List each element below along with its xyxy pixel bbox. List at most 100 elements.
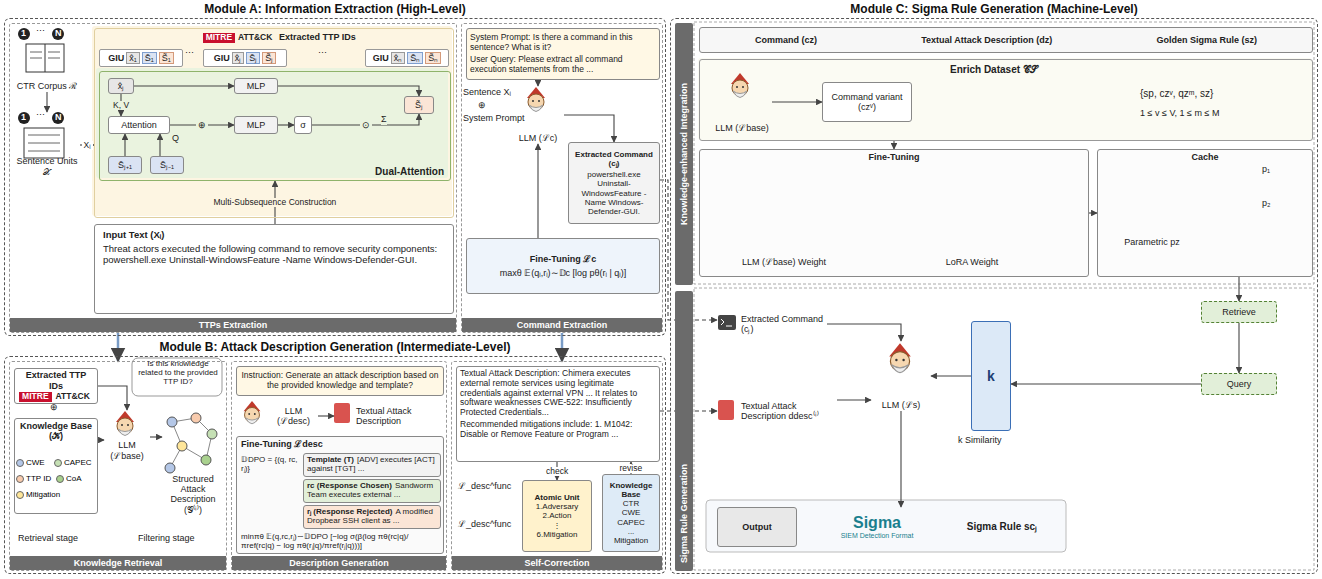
note-label: ℒ_desc^func — [458, 520, 511, 530]
node-text: ATT&CK — [53, 392, 93, 402]
connector — [931, 375, 971, 376]
node-text: Knowledge Retrieval — [10, 556, 226, 570]
connector — [1011, 383, 1201, 384]
icon-caption: Sigma Rule scⱼ — [947, 513, 1057, 541]
process-box: Textual Attack Description: Chimera exec… — [456, 366, 660, 462]
node-text: S̃ⱼ — [415, 100, 423, 110]
node-text: TTPs Extraction — [10, 318, 456, 332]
process-box: S̄ⱼ₋₁ — [150, 156, 184, 174]
attention-block: Dual-Attentionx̂ⱼAttentionMLPMLPσS̄ⱼ₊₁S̄… — [99, 71, 451, 181]
node-text: Self-Correction — [452, 556, 662, 570]
node-text: Knowledge-enhanced Integration — [679, 83, 689, 225]
note-label: Filtering stage — [138, 534, 195, 544]
node-text: Query — [1227, 379, 1252, 389]
icon-caption: LLM (ℒbase) — [104, 410, 150, 462]
connector — [98, 439, 104, 440]
group-box: Extracted TTP IDsMITREATT&CKGIUx̂₁S̄₁S̃₁… — [94, 28, 454, 218]
process-box: Fine-Tuning ℒdesc𝔻DPO = {(q, rc, rⱼ)}min… — [236, 436, 444, 554]
node-text: CAPEC — [617, 518, 645, 527]
node-text: LLM (ℒc) — [519, 133, 558, 143]
module-box: Module B: Attack Description Generation … — [4, 356, 666, 574]
process-box: Attention — [108, 116, 170, 134]
node-text: Extracted Command (cⱼ) — [572, 150, 656, 168]
process-box: Output — [717, 507, 797, 547]
icon-caption: LoRA Weight — [902, 168, 1042, 268]
process-box: MLP — [234, 116, 278, 134]
giu-unit: GIUx̂₁S̄₁S̃₁ — [99, 49, 183, 67]
node-text: rⱼ (Response Rejected) — [307, 507, 392, 516]
node-text: Mitigation — [614, 536, 648, 545]
connector — [124, 134, 125, 156]
note-label: Retrieval stage — [18, 534, 78, 544]
connector — [772, 101, 822, 102]
node-text: Structured Attack Description (𝒢⁽ⁱ⁾) — [163, 474, 223, 515]
connector — [537, 144, 538, 238]
node-text: CWE — [622, 508, 641, 517]
node-text: S̃ₙ — [425, 52, 441, 64]
process-box: CacheParametric pz — [1097, 149, 1313, 277]
icon-caption: CTR Corpus ℛ — [14, 28, 80, 92]
edge-label: K, V — [111, 101, 131, 110]
node-text: LLM (ℒbase) — [715, 123, 769, 133]
connector — [1238, 323, 1239, 373]
process-box: System Prompt: Is there a command in thi… — [466, 28, 660, 80]
node-text: Input Text (Xᵢ) — [103, 230, 164, 241]
icon-caption: SigmaSIEM Detection Format — [817, 507, 937, 547]
process-box: Command (cz)Textual Attack Description (… — [699, 27, 1313, 53]
node-text: Instruction: Generate an attack descript… — [240, 371, 440, 391]
connector — [1089, 212, 1097, 213]
node-text: Description Generation — [232, 556, 446, 570]
node-text: CTR — [623, 499, 639, 508]
process-box: Extracted Command (cⱼ)powershell.exe Uni… — [568, 142, 660, 224]
connector — [159, 134, 160, 156]
process-box: Atomic Unit1.Adversary2.Action⋮6.Mitigat… — [522, 480, 592, 552]
node-text: x̂ⱼ — [232, 52, 245, 64]
icon-caption: Textual Attack Description ddesc⁽ⁱ⁾ — [717, 389, 837, 433]
node-text: Module B: Attack Description Generation … — [5, 341, 665, 355]
stage-panel: Knowledge RetrievalExtracted TTP IDsMITR… — [9, 361, 227, 571]
process-box: Retrieve — [1201, 301, 1277, 323]
module-box: Module C: Sigma Rule Generation (Machine… — [670, 18, 1318, 574]
connector — [170, 124, 234, 125]
icon-caption: LLM (ℒbase) Weight — [714, 168, 854, 268]
connector — [837, 399, 871, 400]
node-text: Fine-Tuning ℒc — [530, 254, 596, 264]
node-text: Extracted Command (cⱼ) — [741, 314, 826, 335]
note-label: ⋯ — [36, 27, 45, 37]
node-text: S̃₁ — [159, 52, 174, 64]
stage-panel: Self-Correction Textual Attack Descriptio… — [451, 361, 663, 571]
node-text: Sigma Rule Generation — [679, 464, 689, 563]
icon-caption: LLM (ℒbase) — [712, 72, 772, 134]
connector — [537, 80, 538, 86]
node-text: Fine-Tuning — [869, 152, 920, 162]
node-text: LLM (ℒdesc) — [270, 406, 317, 427]
node-text: Fine-Tuning ℒdesc — [241, 439, 323, 449]
connector — [318, 415, 334, 416]
note-label: ⊕ — [50, 403, 58, 413]
connector — [564, 115, 614, 142]
stage-panel: Command ExtractionSystem Prompt: Is ther… — [461, 23, 663, 333]
node-text: System Prompt: Is there a command in thi… — [470, 33, 656, 53]
node-text: Enrich Dataset 𝒞𝒮 — [950, 64, 1038, 76]
process-box: rⱼ (Response Rejected)A modified Dropbea… — [303, 505, 441, 529]
node-text: MLP — [247, 120, 266, 130]
note-label: ⋯ — [185, 49, 194, 59]
note-label: Sentence Xᵢ — [463, 88, 511, 98]
connector — [900, 411, 901, 507]
icon-caption: Parametric pz — [1112, 178, 1192, 248]
node-text: S̄₁ — [142, 52, 157, 64]
node-text: Module A: Information Extraction (High-L… — [5, 3, 665, 17]
node-text: ATT&CK — [235, 33, 275, 43]
connector — [278, 124, 294, 125]
process-box: Template (T)[ADV] executes [ACT] against… — [303, 453, 441, 477]
icon-caption: Extracted Command (cⱼ) — [717, 307, 827, 341]
group-box: Enrich Dataset 𝒞𝒮{sp, czᵛ, qzᵐ, sz}1 ≤ v… — [699, 59, 1313, 141]
node-text: ... — [628, 527, 635, 536]
node-text: Command (cz) — [755, 35, 817, 45]
node-text: LoRA Weight — [946, 257, 998, 267]
process-box: rc (Response Chosen)Sandworm Team execut… — [303, 479, 441, 503]
edge-label: check — [544, 467, 570, 476]
note-label: System Prompt — [463, 114, 525, 124]
node-text: 𝔻DPO = {(q, rc, rⱼ)} — [241, 455, 301, 473]
node-text: x̂₁ — [126, 52, 140, 64]
